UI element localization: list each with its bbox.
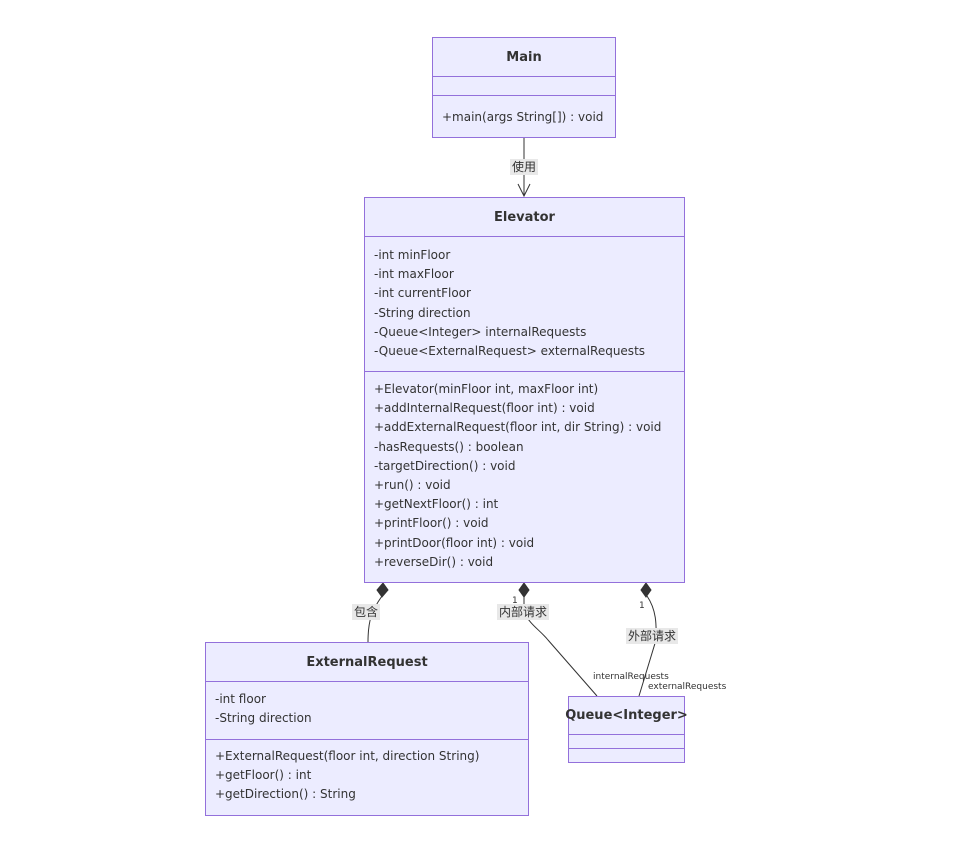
attributes-section <box>569 735 684 749</box>
attribute: -String direction <box>374 305 471 320</box>
multiplicity-internal: 1 <box>512 596 518 606</box>
attribute: -int minFloor <box>374 248 451 262</box>
attributes-section <box>433 77 615 96</box>
method: +getDirection() : String <box>215 787 356 802</box>
attribute: -Queue<ExternalRequest> externalRequests <box>374 343 646 358</box>
attribute: -int currentFloor <box>374 286 471 301</box>
class-title: ExternalRequest <box>206 643 528 682</box>
composition-diamond <box>640 582 652 598</box>
method: +addInternalRequest(floor int) : void <box>374 401 595 416</box>
open-arrowhead <box>517 183 531 198</box>
attribute: -Queue<Integer> internalRequests <box>374 324 587 339</box>
edge-label-contains: 包含 <box>352 604 381 620</box>
class-title: Queue<Integer> <box>565 697 688 735</box>
edge-label-internal-requests: 内部请求 <box>497 604 550 620</box>
attribute: -int floor <box>215 692 266 706</box>
attribute: -int maxFloor <box>374 267 454 282</box>
attribute: -String direction <box>215 711 312 726</box>
role-external-requests: externalRequests <box>648 682 727 692</box>
methods-section <box>569 749 684 762</box>
method: +printFloor() : void <box>374 516 489 531</box>
class-queue-integer: Queue<Integer> <box>565 696 688 763</box>
method: +getNextFloor() : int <box>374 497 499 512</box>
role-internal-requests: internalRequests <box>593 672 669 682</box>
edge-label-uses: 使用 <box>510 159 539 175</box>
attributes-section: -int floor -String direction <box>206 682 528 740</box>
method: +main(args String[]) : void <box>442 110 604 124</box>
class-elevator: Elevator -int minFloor -int maxFloor -in… <box>364 197 685 583</box>
method: +getFloor() : int <box>215 768 312 783</box>
method: +reverseDir() : void <box>374 554 494 569</box>
method: +addExternalRequest(floor int, dir Strin… <box>374 420 662 435</box>
class-main: Main +main(args String[]) : void <box>432 37 616 138</box>
method: +run() : void <box>374 477 451 492</box>
method: +Elevator(minFloor int, maxFloor int) <box>374 382 599 396</box>
edge-label-external-requests: 外部请求 <box>626 628 679 644</box>
methods-section: +ExternalRequest(floor int, direction St… <box>206 740 528 805</box>
class-external-request: ExternalRequest -int floor -String direc… <box>205 642 529 816</box>
class-title: Elevator <box>365 198 684 237</box>
method: -hasRequests() : boolean <box>374 439 524 454</box>
method: +ExternalRequest(floor int, direction St… <box>215 749 480 763</box>
method: -targetDirection() : void <box>374 458 516 473</box>
attributes-section: -int minFloor -int maxFloor -int current… <box>365 237 684 372</box>
method: +printDoor(floor int) : void <box>374 535 535 550</box>
class-title: Main <box>433 38 615 77</box>
composition-diamond <box>518 582 530 598</box>
methods-section: +Elevator(minFloor int, maxFloor int) +a… <box>365 372 684 572</box>
multiplicity-external: 1 <box>639 601 645 611</box>
composition-diamond <box>376 582 389 598</box>
methods-section: +main(args String[]) : void <box>433 96 615 127</box>
